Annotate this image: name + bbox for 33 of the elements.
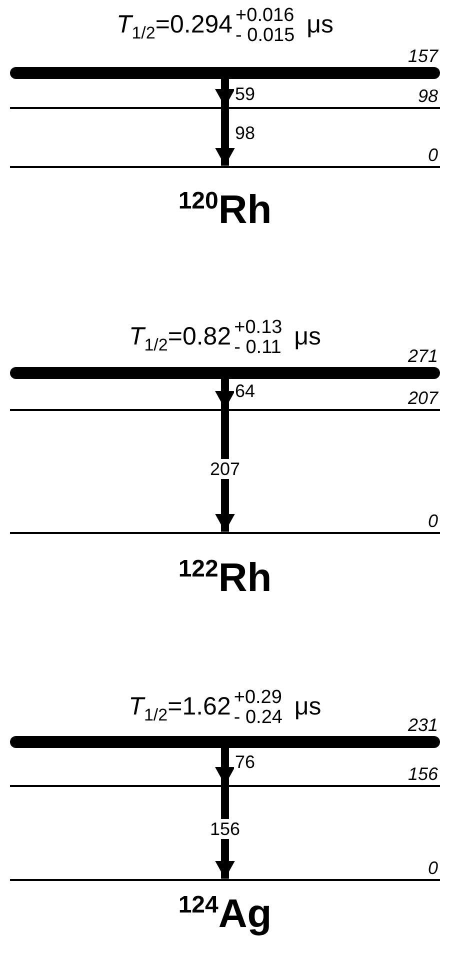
energy-level-line [10,367,440,379]
level-energy-label: 157 [408,47,438,65]
energy-level-line [10,166,440,168]
level-energy-label: 271 [408,347,438,365]
energy-level-line [10,736,440,748]
energy-level-line [10,67,440,79]
energy-level-line [10,878,440,882]
nucleus-label: $^{122}$Rh [178,556,272,600]
half-life-label: T$_{1/2}$=0.294$^{+0.016}$$_{- 0.015}$ μs [116,6,334,46]
gamma-energy-label: 76 [234,752,256,772]
transition-arrow [215,748,235,785]
transition-arrow [215,79,235,107]
energy-level-line [10,409,440,411]
level-energy-label: 156 [408,765,438,783]
nucleus-label: $^{124}$Ag [178,892,272,936]
half-life-label: T$_{1/2}$=0.82$^{+0.13}$$_{- 0.11}$ μs [128,318,322,358]
half-life-label: T$_{1/2}$=1.62$^{+0.29}$$_{- 0.24}$ μs [128,688,322,728]
level-energy-label: 0 [428,858,438,877]
transition-arrow [215,411,235,532]
energy-level-line [10,785,440,787]
transition-arrow [215,787,235,879]
nucleus-label: $^{120}$Rh [178,188,272,232]
level-energy-label: 0 [428,146,438,164]
level-energy-label: 231 [408,716,438,734]
level-energy-label: 0 [428,512,438,530]
energy-level-line [10,532,440,534]
gamma-energy-label: 156 [208,819,242,839]
transition-arrow [215,109,235,166]
level-energy-label: 98 [418,87,438,105]
transition-arrow [215,379,235,409]
level-energy-label: 207 [408,389,438,407]
energy-level-line [10,107,440,109]
gamma-energy-label: 207 [208,459,242,479]
